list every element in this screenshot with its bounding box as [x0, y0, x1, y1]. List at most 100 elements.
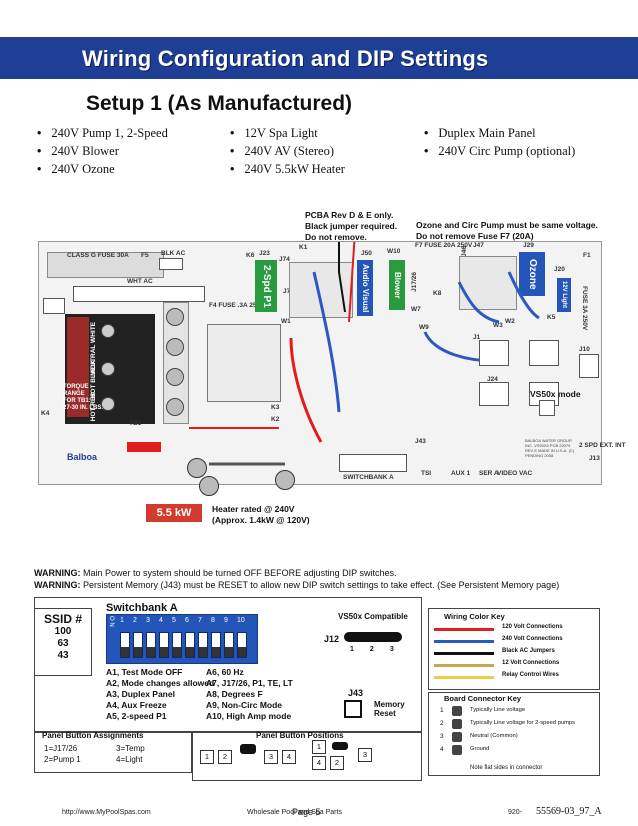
terminal-screw [101, 397, 115, 411]
dip-switch-9[interactable] [224, 632, 234, 658]
connector-num: 4 [440, 746, 444, 753]
dip-settings-left: A1, Test Mode OFF A2, Mode changes allow… [106, 667, 215, 721]
bullet-item: 240V Circ Pump (optional) [424, 142, 575, 160]
j43-label: J43 [348, 688, 364, 698]
light-label: 12V Light [557, 278, 571, 312]
dip-switch-10[interactable] [237, 632, 247, 658]
j43-jumper [344, 700, 362, 718]
wire-swatch [434, 652, 494, 655]
panel-button[interactable]: 4 [282, 750, 296, 764]
tb1-left-panel [67, 317, 89, 417]
heater-terminal [187, 458, 207, 478]
connector-key-title: Board Connector Key [444, 694, 522, 703]
heater-terminal [275, 470, 295, 490]
dip-number: 9 [224, 617, 228, 624]
warning-line: WARNING: Persistent Memory (J43) must be… [34, 580, 560, 590]
dip-switch-knob [186, 647, 194, 657]
vs50x-jumper [539, 400, 555, 416]
dip-switch-knob [238, 647, 246, 657]
bullet-item: Duplex Main Panel [424, 124, 575, 142]
dip-switch-8[interactable] [211, 632, 221, 658]
connector-num: 3 [440, 733, 444, 740]
control-board: CLASS G FUSE 30A F5 BLK AC WHT AC NEUTRA… [38, 241, 626, 496]
av-label: Audio Visual [357, 260, 373, 316]
balboa-logo: Balboa [67, 452, 98, 462]
dip-switch-7[interactable] [198, 632, 208, 658]
connector-pin [452, 745, 462, 755]
heater-label: 5.5 kW [146, 504, 202, 522]
connector-label: Ground [470, 746, 490, 752]
connector-key [428, 692, 600, 776]
dip-number: 10 [237, 617, 245, 624]
switchbank-title: Switchbank A [106, 602, 178, 614]
dip-settings-right: A6, 60 Hz A7, J17/26, P1, TE, LT A8, Deg… [206, 667, 293, 721]
wiring-key-label: 12 Volt Connections [502, 660, 560, 666]
footer-url[interactable]: http://www.MyPoolSpas.com [62, 809, 151, 816]
panel-button[interactable]: 2 [330, 756, 344, 770]
j1-connector [479, 340, 509, 366]
wire-swatch [434, 664, 494, 667]
panel-button[interactable]: 1 [312, 740, 326, 754]
switchbank-a-board [339, 454, 407, 472]
panel-button[interactable]: 1 [200, 750, 214, 764]
red-connector [127, 442, 161, 452]
panel-button[interactable]: 3 [358, 748, 372, 762]
connector-pin [452, 719, 462, 729]
bullet-list-col1: 240V Pump 1, 2-Speed 240V Blower 240V Oz… [37, 124, 168, 178]
vs50x-title: VS50x Compatible [338, 612, 408, 621]
connector-num: 2 [440, 720, 444, 727]
dip-switch-3[interactable] [146, 632, 156, 658]
dip-number: 1 [120, 617, 124, 624]
vs50x-note: VS50x mode [530, 389, 581, 399]
wiring-key-item: Black AC Jumpers [434, 648, 594, 658]
dip-switch-knob [147, 647, 155, 657]
heater-terminal [199, 476, 219, 496]
main-fuse [47, 252, 164, 278]
wiring-key-label: Relay Control Wires [502, 672, 559, 678]
memory-reset: Memory Reset [374, 700, 405, 718]
connector-num: 1 [440, 707, 444, 714]
j12-jumper [344, 632, 402, 642]
dip-switch-1[interactable] [120, 632, 130, 658]
connector-note: Note flat sides in connector [470, 765, 543, 771]
bullet-item: 240V Blower [37, 142, 168, 160]
transformer [207, 324, 281, 402]
wiring-key-item: Relay Control Wires [434, 672, 594, 682]
panel-button[interactable]: 2 [218, 750, 232, 764]
bullet-item: 240V Pump 1, 2-Speed [37, 124, 167, 142]
dip-number: 3 [146, 617, 150, 624]
connector-label: Typically Line voltage for 2-speed pumps [470, 720, 576, 726]
panel-button[interactable]: 3 [264, 750, 278, 764]
dip-number: 4 [159, 617, 163, 624]
panel-positions-title: Panel Button Positions [256, 731, 344, 740]
connector [529, 340, 559, 366]
copyright: BALBOA WATER GROUP, INC. VS50X0 PCB 2207… [525, 438, 575, 458]
heater-note: Heater rated @ 240V (Approx. 1.4kW @ 120… [212, 504, 310, 525]
dip-switch-6[interactable] [185, 632, 195, 658]
blower-label: Blower [389, 260, 405, 310]
dip-switch-knob [121, 647, 129, 657]
ssid-box: SSID # 100 63 43 [34, 608, 92, 676]
panel-button[interactable]: 4 [312, 756, 326, 770]
dip-switch-2[interactable] [133, 632, 143, 658]
bullet-list-col3: Duplex Main Panel 240V Circ Pump (option… [424, 124, 575, 160]
dip-switch-knob [225, 647, 233, 657]
wiring-color-key [428, 608, 600, 690]
dip-switch-5[interactable] [172, 632, 182, 658]
dip-switch-4[interactable] [159, 632, 169, 658]
panel-assignments [34, 731, 192, 773]
panel-right: 1 4 2 3 [310, 740, 380, 774]
wiring-key-label: 120 Volt Connections [502, 624, 563, 630]
dip-switch-knob [134, 647, 142, 657]
terminal-screw [166, 368, 184, 386]
bullet-item: 12V Spa Light [230, 124, 345, 142]
warning-line: WARNING: Main Power to system should be … [34, 568, 397, 578]
warnings: WARNING: Main Power to system should be … [34, 567, 559, 591]
bullet-item: 240V Ozone [37, 160, 168, 178]
connector-label: Typically Line voltage [470, 707, 526, 713]
bullet-item: 240V 5.5kW Heater [230, 160, 345, 178]
panel-left: 1 2 3 4 [200, 744, 300, 772]
connector-key-item: 4 Ground [440, 745, 596, 757]
footer-page: Page 5 [292, 807, 321, 817]
